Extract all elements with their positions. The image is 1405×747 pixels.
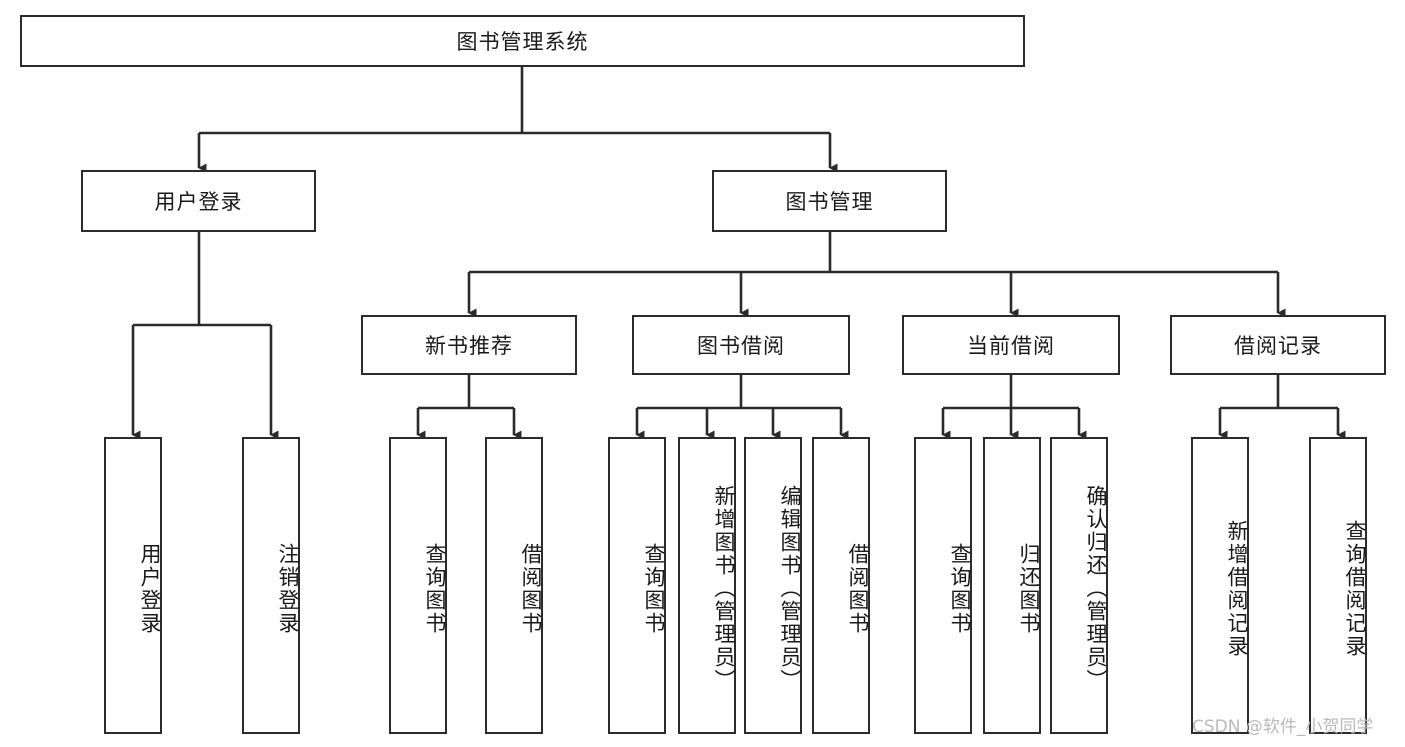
node-label: 查询图书 — [423, 542, 447, 635]
node-root-book-management-system[interactable]: 图书管理系统 — [20, 15, 1025, 67]
node-label: 查询图书 — [948, 542, 972, 635]
node-label: 确认归还（管理员） — [1084, 485, 1108, 692]
node-leaf-add-borrow-record[interactable]: 新增借阅记录 — [1191, 437, 1249, 734]
node-leaf-add-book-admin[interactable]: 新增图书（管理员） — [678, 437, 736, 734]
node-label: 新增图书（管理员） — [712, 485, 736, 692]
node-label: 编辑图书（管理员） — [778, 485, 802, 692]
node-leaf-logout[interactable]: 注销登录 — [242, 437, 300, 734]
node-label: 归还图书 — [1017, 542, 1041, 635]
node-book-borrow[interactable]: 图书借阅 — [632, 315, 850, 375]
node-label: 查询借阅记录 — [1343, 519, 1367, 658]
node-leaf-borrow-book[interactable]: 借阅图书 — [812, 437, 870, 734]
node-label: 借阅记录 — [1234, 334, 1322, 358]
node-leaf-query-borrow-record[interactable]: 查询借阅记录 — [1309, 437, 1367, 734]
node-label: 图书管理系统 — [456, 30, 589, 54]
node-label: 借阅图书 — [846, 542, 870, 635]
node-current-borrow[interactable]: 当前借阅 — [902, 315, 1120, 375]
node-leaf-query-book-current[interactable]: 查询图书 — [914, 437, 972, 734]
node-new-book-recommend[interactable]: 新书推荐 — [361, 315, 577, 375]
node-label: 查询图书 — [642, 542, 666, 635]
node-borrow-record[interactable]: 借阅记录 — [1170, 315, 1386, 375]
node-leaf-borrow-book-recommend[interactable]: 借阅图书 — [485, 437, 543, 734]
node-label: 新增借阅记录 — [1225, 519, 1249, 658]
node-user-login[interactable]: 用户登录 — [81, 170, 316, 232]
node-leaf-return-book[interactable]: 归还图书 — [983, 437, 1041, 734]
node-label: 用户登录 — [154, 190, 243, 214]
node-book-management[interactable]: 图书管理 — [712, 170, 947, 232]
node-label: 注销登录 — [276, 542, 300, 635]
node-leaf-confirm-return-admin[interactable]: 确认归还（管理员） — [1050, 437, 1108, 734]
node-leaf-query-book-recommend[interactable]: 查询图书 — [389, 437, 447, 734]
node-leaf-edit-book-admin[interactable]: 编辑图书（管理员） — [744, 437, 802, 734]
node-leaf-user-login[interactable]: 用户登录 — [104, 437, 162, 734]
node-label: 用户登录 — [138, 542, 162, 635]
node-label: 图书管理 — [785, 190, 874, 214]
node-leaf-query-book-borrow[interactable]: 查询图书 — [608, 437, 666, 734]
node-label: 新书推荐 — [425, 334, 513, 358]
watermark-csdn: CSDN @软件_小贺同学 — [1192, 717, 1374, 737]
node-label: 图书借阅 — [697, 334, 785, 358]
node-label: 当前借阅 — [967, 334, 1055, 358]
node-label: 借阅图书 — [519, 542, 543, 635]
